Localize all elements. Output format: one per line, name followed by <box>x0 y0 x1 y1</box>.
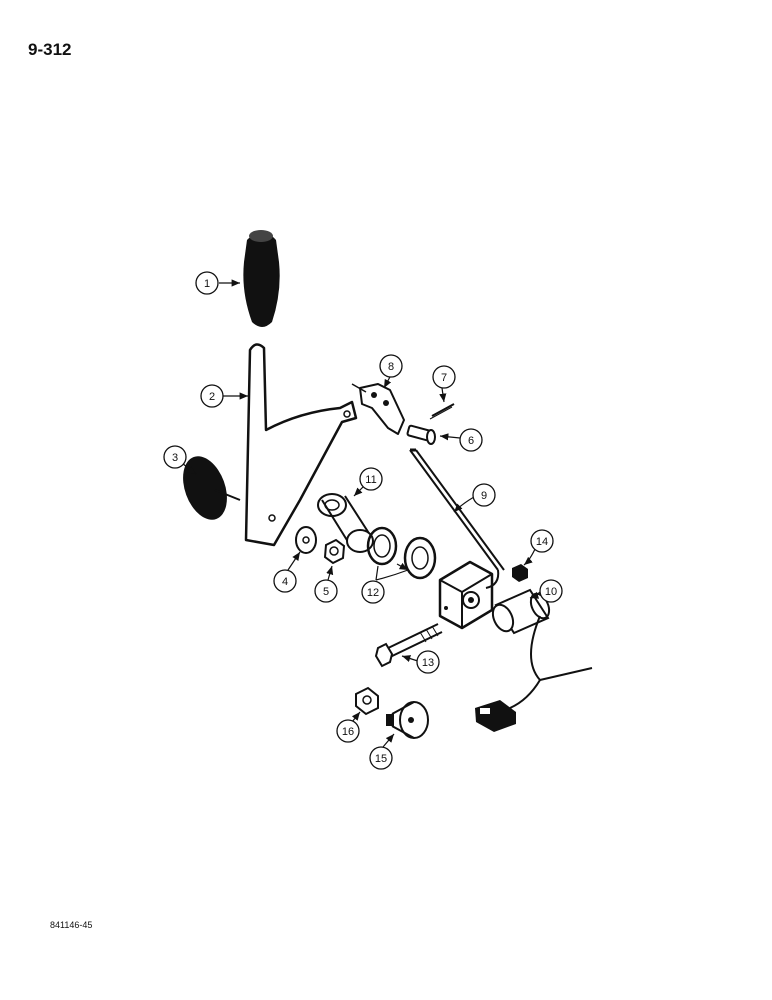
part-handle-grip <box>243 230 280 327</box>
callout-4: 4 <box>273 569 297 593</box>
part-bolt-13 <box>374 623 443 668</box>
callout-5: 5 <box>314 579 338 603</box>
callout-6: 6 <box>459 428 483 452</box>
part-switch-block <box>438 560 494 630</box>
part-switch <box>475 588 593 732</box>
callout-9: 9 <box>472 483 496 507</box>
callout-16: 16 <box>336 719 360 743</box>
svg-text:12: 12 <box>367 587 379 599</box>
callout-15: 15 <box>369 746 393 770</box>
part-cotter-pin <box>429 403 455 420</box>
svg-text:14: 14 <box>536 536 548 548</box>
svg-text:4: 4 <box>282 576 288 588</box>
callout-1: 1 <box>195 271 219 295</box>
leader-lines <box>180 279 542 748</box>
callout-11: 11 <box>359 467 383 491</box>
page-number: 9-312 <box>28 40 72 59</box>
part-washer-small <box>295 526 317 554</box>
svg-text:6: 6 <box>468 435 474 447</box>
callout-2: 2 <box>200 384 224 408</box>
figure-code: 841146-45 <box>50 920 93 930</box>
svg-text:10: 10 <box>545 586 557 598</box>
svg-text:11: 11 <box>365 474 376 486</box>
svg-text:3: 3 <box>172 452 178 464</box>
callout-14: 14 <box>530 529 554 553</box>
svg-text:2: 2 <box>209 391 215 403</box>
part-nut-5 <box>323 538 346 565</box>
svg-text:7: 7 <box>441 372 447 384</box>
part-nut-14 <box>512 564 528 582</box>
svg-text:13: 13 <box>422 657 434 669</box>
part-washers <box>366 526 437 580</box>
svg-text:9: 9 <box>481 490 487 502</box>
part-lever-plate <box>244 343 358 547</box>
callout-7: 7 <box>432 365 456 389</box>
part-bushing <box>317 493 374 553</box>
callout-3: 3 <box>163 445 187 469</box>
part-clevis-pin <box>406 424 436 445</box>
callout-13: 13 <box>416 650 440 674</box>
callout-12: 12 <box>361 580 385 604</box>
svg-text:5: 5 <box>323 586 329 598</box>
callout-8: 8 <box>379 354 403 378</box>
svg-text:8: 8 <box>388 361 394 373</box>
callout-10: 10 <box>539 579 563 603</box>
svg-text:15: 15 <box>375 753 387 765</box>
part-nut-16 <box>355 686 379 716</box>
part-clevis <box>351 383 405 435</box>
svg-text:16: 16 <box>342 726 354 738</box>
part-knob <box>386 701 429 739</box>
svg-text:1: 1 <box>204 278 210 290</box>
